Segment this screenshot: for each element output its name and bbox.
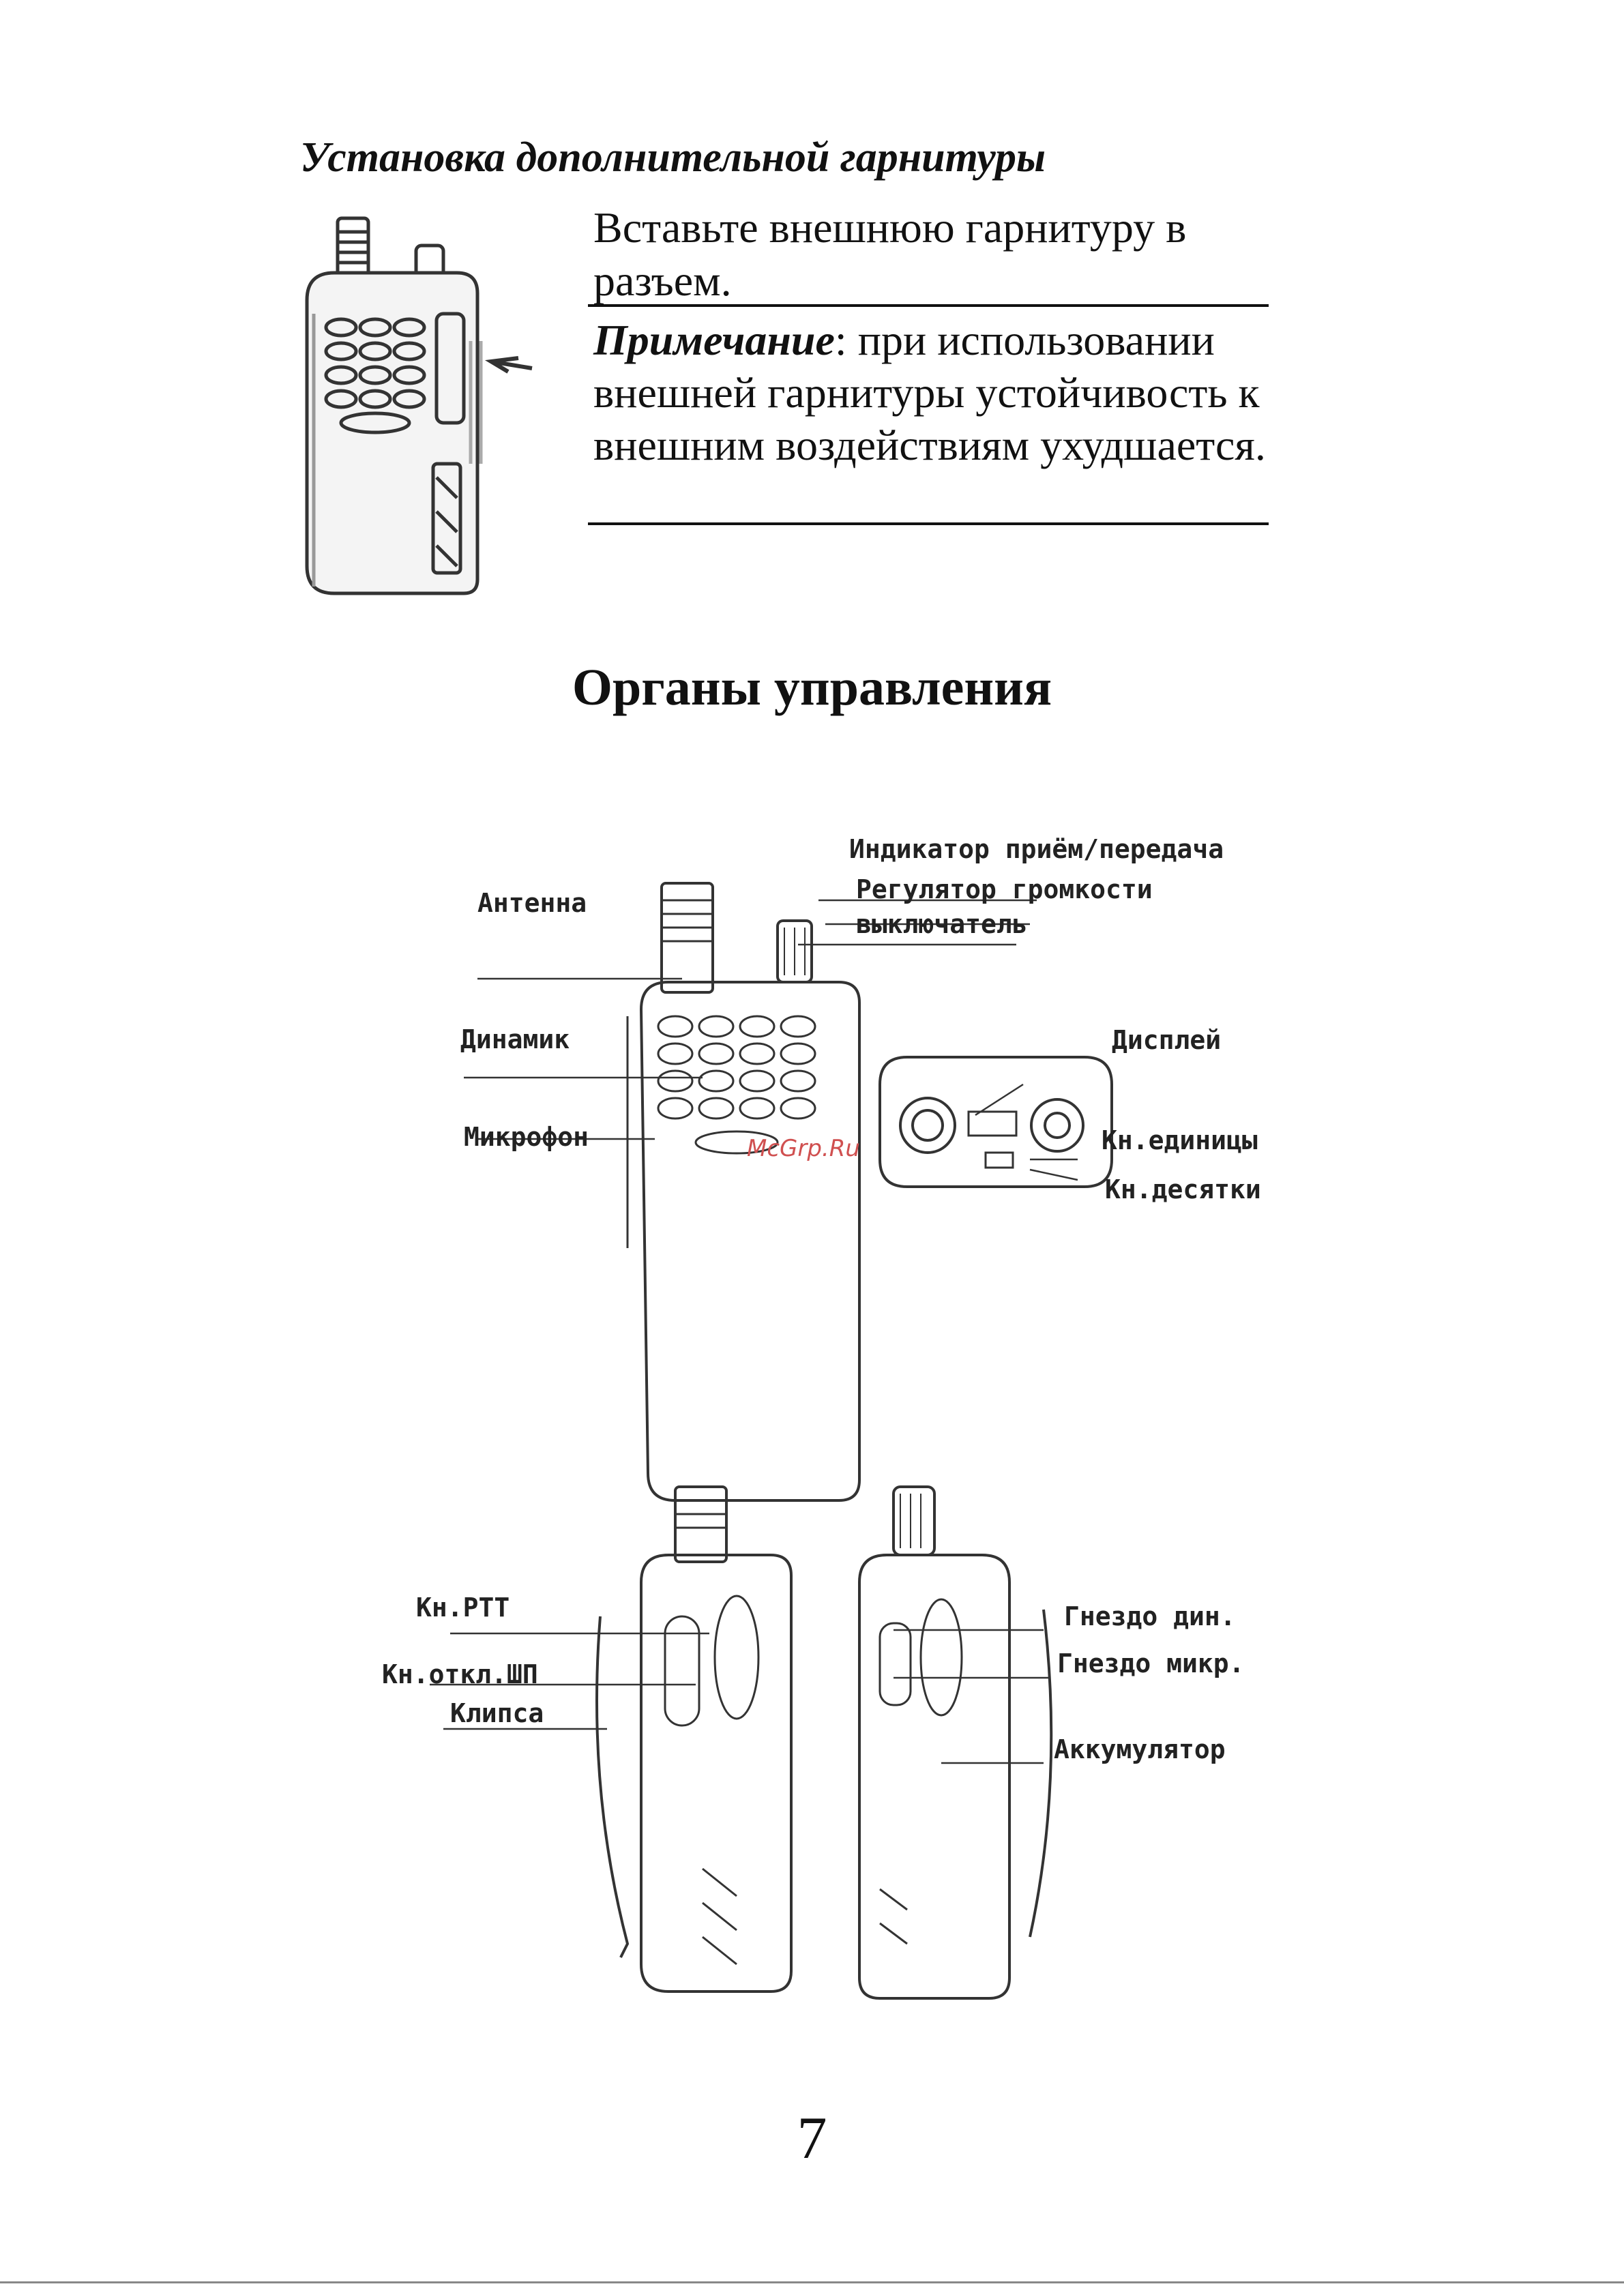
watermark: McGrp.Ru — [747, 1135, 860, 1162]
note-label: Примечание — [593, 316, 835, 364]
label-display: Дисплей — [1112, 1025, 1221, 1055]
label-speaker: Динамик — [460, 1024, 570, 1054]
divider-bottom — [588, 522, 1269, 525]
label-ptt-button: Кн.PTT — [416, 1593, 510, 1623]
label-battery: Аккумулятор — [1054, 1734, 1226, 1764]
top-view-shape — [879, 1056, 1113, 1188]
label-antenna: Антенна — [477, 888, 587, 918]
page-bottom-border — [0, 2281, 1624, 2283]
label-indicator: Индикатор приём/передача — [849, 834, 1224, 864]
label-mic-jack: Гнездо микр. — [1057, 1648, 1245, 1678]
speaker-grille-shape — [657, 1015, 816, 1120]
label-tens-button: Кн.десятки — [1105, 1174, 1261, 1204]
label-switch: выключатель — [856, 909, 1028, 939]
headset-section-title: Установка дополнительной гарнитуры — [300, 134, 1046, 181]
controls-title: Органы управления — [572, 659, 1052, 716]
radio-headset-illustration — [305, 216, 533, 595]
headset-instruction: Вставьте внешнюю гарнитуру в разъем. — [593, 203, 1187, 305]
front-body-shape — [639, 981, 861, 1502]
label-clip: Клипса — [450, 1698, 544, 1728]
note-text: : при использовании внешней гарнитуры ус… — [593, 316, 1266, 469]
label-squelch-button: Кн.откл.ШП — [382, 1659, 538, 1689]
divider-top — [588, 304, 1269, 307]
label-speaker-jack: Гнездо дин. — [1064, 1601, 1236, 1631]
right-side-body-shape — [858, 1554, 1011, 2000]
display-shape — [967, 1110, 1018, 1137]
label-microphone: Микрофон — [464, 1122, 589, 1152]
clip-shape — [595, 1616, 630, 1958]
antenna-shape — [660, 882, 714, 994]
headset-note: Примечание: при использовании внешней га… — [593, 314, 1269, 471]
controls-diagram: Индикатор приём/передача Регулятор громк… — [382, 834, 1261, 2000]
label-volume: Регулятор громкости — [856, 874, 1153, 904]
label-units-button: Кн.единицы — [1102, 1125, 1258, 1155]
left-side-body-shape — [640, 1554, 793, 1993]
page-number: 7 — [797, 2105, 827, 2172]
